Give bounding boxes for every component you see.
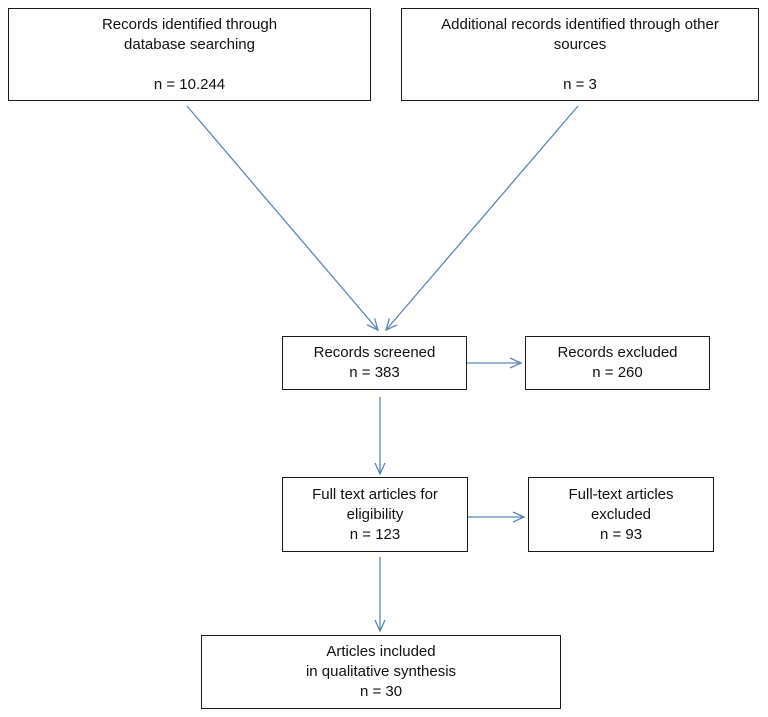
box-other-sources-line2: sources: [553, 35, 607, 53]
box-full-text-line2: eligibility: [346, 505, 404, 523]
box-full-text-count: n = 123: [349, 525, 401, 543]
box-records-excluded-count: n = 260: [592, 364, 643, 381]
arrow-other-to-screened: [384, 105, 579, 332]
box-database-search: Records identified through database sear…: [8, 8, 371, 101]
box-full-text-excluded: Full-text articles excluded n = 93: [528, 477, 714, 552]
box-records-screened: Records screened n = 383: [282, 336, 467, 390]
box-database-search-line1: Records identified through: [101, 15, 278, 33]
box-database-search-line2: database searching: [124, 35, 255, 53]
box-other-sources-line1: Additional records identified through ot…: [441, 15, 719, 33]
box-full-text-excluded-line1: Full-text articles: [568, 485, 674, 503]
box-records-excluded: Records excluded n = 260: [525, 336, 710, 390]
box-records-screened-label: Records screened: [313, 344, 436, 361]
box-records-excluded-label: Records excluded: [557, 344, 678, 361]
box-articles-included-count: n = 30: [359, 683, 403, 700]
box-other-sources-count: n = 3: [563, 75, 597, 93]
box-articles-included-line2: in qualitative synthesis: [305, 663, 457, 680]
box-full-text-excluded-count: n = 93: [599, 525, 643, 543]
box-database-search-count: n = 10.244: [153, 75, 226, 93]
box-articles-included-line1: Articles included: [326, 643, 436, 660]
box-full-text-excluded-line2: excluded: [590, 505, 652, 523]
arrow-database-to-screened: [186, 105, 380, 332]
box-articles-included: Articles included in qualitative synthes…: [201, 635, 561, 709]
box-full-text-eligibility: Full text articles for eligibility n = 1…: [282, 477, 468, 552]
box-other-sources: Additional records identified through ot…: [401, 8, 759, 101]
box-full-text-line1: Full text articles for: [312, 485, 438, 503]
box-records-screened-count: n = 383: [349, 364, 400, 381]
